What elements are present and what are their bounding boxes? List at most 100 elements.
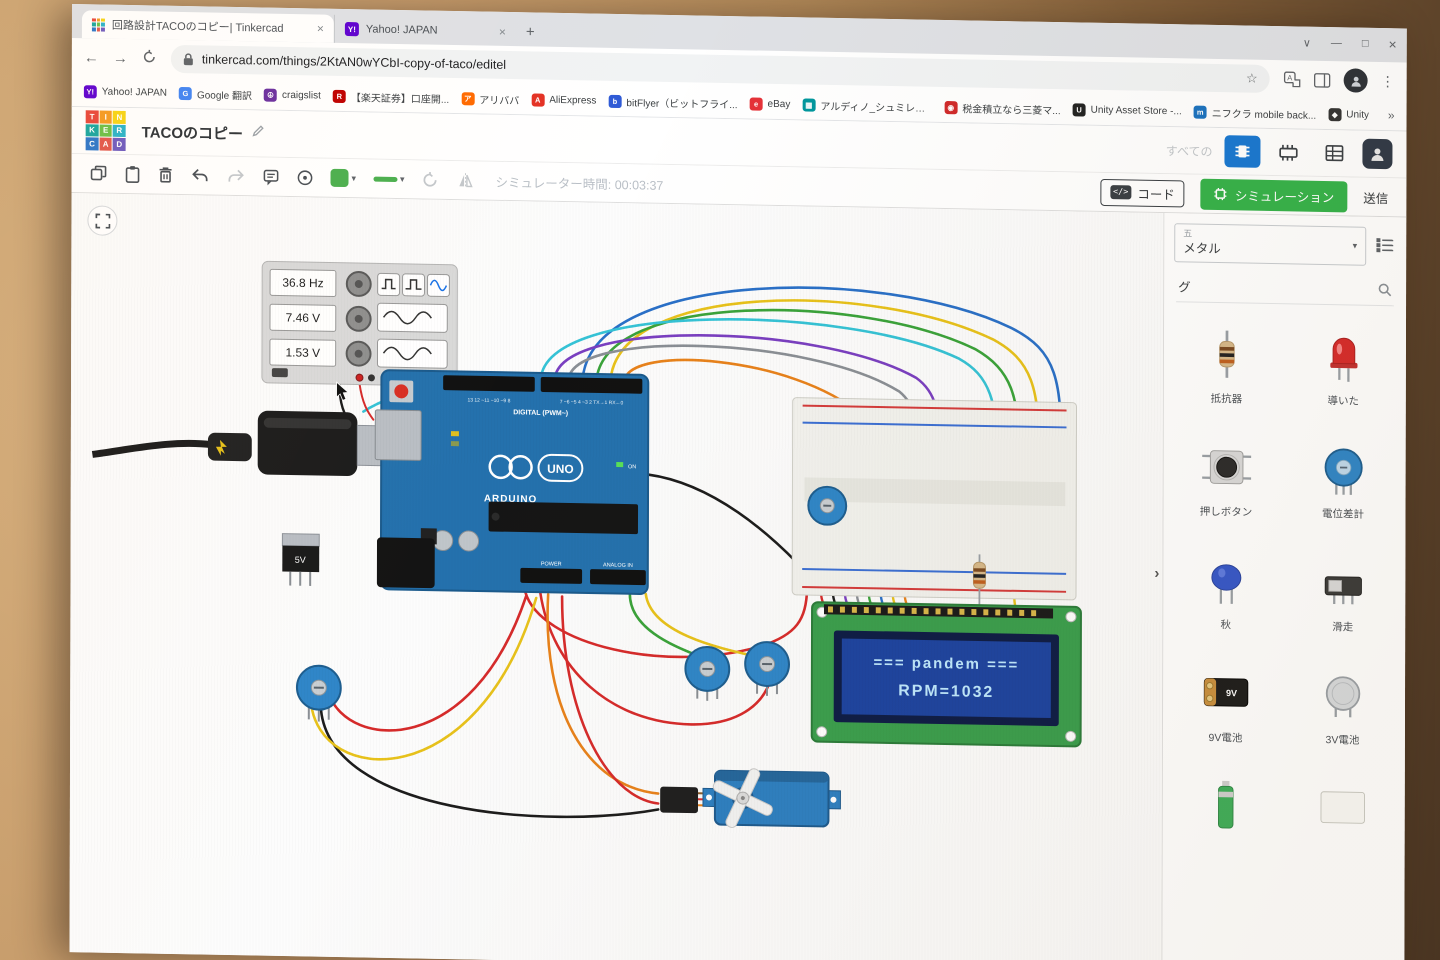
panel-collapse-button[interactable]: › xyxy=(1154,564,1160,583)
components-panel: 五 メタル ▾ グ 抵抗器 導いた 押しボタン xyxy=(1161,213,1407,960)
code-button[interactable]: </> コード xyxy=(1099,178,1185,207)
browser-menu-icon[interactable]: ⋮ xyxy=(1380,72,1395,89)
bookmark-item[interactable]: R 【楽天証券】口座開... xyxy=(332,88,449,105)
delete-button[interactable] xyxy=(158,166,174,184)
bookmark-item[interactable]: G Google 翻訳 xyxy=(178,85,252,102)
meter-panel[interactable]: 36.8 Hz 7.46 V 1.53 V xyxy=(261,260,458,387)
address-bar[interactable]: tinkercad.com/things/2KtAN0wYCbI-copy-of… xyxy=(170,44,1270,93)
notes-button[interactable] xyxy=(263,168,280,185)
svg-text:7.46 V: 7.46 V xyxy=(286,310,321,325)
bookmark-favicon: b xyxy=(608,94,622,108)
code-icon: </> xyxy=(1109,185,1132,200)
new-tab-button[interactable]: + xyxy=(525,23,535,41)
potentiometer-1[interactable] xyxy=(295,664,342,722)
bookmark-item[interactable]: e eBay xyxy=(749,96,791,111)
bookmark-item[interactable]: ◉ 税金積立なら三菱マ... xyxy=(944,100,1061,117)
forward-button[interactable]: → xyxy=(112,49,128,67)
component-potentiometer[interactable]: 電位差計 xyxy=(1285,439,1402,522)
component-category-dropdown[interactable]: 五 メタル ▾ xyxy=(1174,223,1367,266)
translate-icon[interactable]: A xyxy=(1283,71,1301,88)
arduino-uno-board[interactable]: 13 12 ~11 ~10 ~9 8 7 ~6 ~5 4 ~3 2 TX→1 R… xyxy=(374,369,650,595)
circuit-drawing: 36.8 Hz 7.46 V 1.53 V xyxy=(91,260,1082,842)
component-coin-cell[interactable]: 3V電池 xyxy=(1284,665,1401,748)
tab-close-icon[interactable]: × xyxy=(498,24,506,39)
component-battery-aa[interactable] xyxy=(1167,776,1284,856)
bookmark-favicon: G xyxy=(178,86,193,100)
component-slide-switch[interactable]: 滑走 xyxy=(1284,552,1401,635)
minimize-button[interactable]: — xyxy=(1330,37,1342,50)
maximize-button[interactable]: □ xyxy=(1361,37,1369,50)
wire-style-swatch xyxy=(373,176,398,182)
zoom-to-fit-button[interactable] xyxy=(87,205,118,236)
component-search-field[interactable]: グ xyxy=(1176,270,1395,307)
tinkercad-favicon xyxy=(91,17,105,32)
potentiometer-2[interactable] xyxy=(684,646,731,702)
workspace: 36.8 Hz 7.46 V 1.53 V xyxy=(69,193,1407,960)
bookmark-item[interactable]: A AliExpress xyxy=(531,92,596,107)
redo-button[interactable] xyxy=(227,168,246,184)
svg-text:1.53 V: 1.53 V xyxy=(286,345,321,360)
color-dropdown[interactable]: ▾ xyxy=(330,168,356,188)
simulation-time-text: シミュレーター時間: 00:03:37 xyxy=(495,175,664,193)
tab-yahoo[interactable]: Y! Yahoo! JAPAN × xyxy=(333,14,516,47)
servo-motor[interactable] xyxy=(660,754,841,842)
bookmark-item[interactable]: ◆ Unity xyxy=(1328,107,1369,122)
side-panel-icon[interactable] xyxy=(1313,72,1331,88)
bookmark-star-icon[interactable]: ☆ xyxy=(1245,70,1258,86)
circuits-view-button[interactable] xyxy=(1224,135,1261,168)
component-resistor[interactable]: 抵抗器 xyxy=(1168,324,1285,407)
paste-button[interactable] xyxy=(125,165,141,184)
bookmark-item[interactable]: Y! Yahoo! JAPAN xyxy=(83,84,167,100)
close-button[interactable]: × xyxy=(1388,36,1397,53)
rotate-button[interactable] xyxy=(422,171,440,188)
circuit-canvas[interactable]: 36.8 Hz 7.46 V 1.53 V xyxy=(69,193,1164,960)
panel-list-view-button[interactable] xyxy=(1374,235,1396,258)
bookmark-item[interactable]: U Unity Asset Store -... xyxy=(1072,102,1182,118)
lock-icon xyxy=(183,52,193,65)
breadboard-resistor[interactable] xyxy=(972,554,986,611)
usb-plug[interactable] xyxy=(91,408,388,477)
bookmark-item[interactable]: m ニフクラ mobile back... xyxy=(1193,104,1317,121)
bookmark-item[interactable]: b bitFlyer（ビットフライ... xyxy=(608,93,738,111)
tab-search-icon[interactable]: ∨ xyxy=(1302,37,1311,50)
tab-tinkercad[interactable]: 回路設計TACOのコピー| Tinkercad × xyxy=(81,10,334,43)
component-pushbutton[interactable]: 押しボタン xyxy=(1168,437,1285,520)
simulation-button[interactable]: シミュレーション xyxy=(1200,178,1348,212)
list-view-button[interactable] xyxy=(1316,137,1352,170)
svg-text:A: A xyxy=(1287,73,1293,82)
mirror-button[interactable] xyxy=(457,172,475,189)
mouse-cursor xyxy=(336,381,350,401)
bookmark-item[interactable]: ☮ craigslist xyxy=(263,88,321,102)
bookmarks-overflow-icon[interactable]: » xyxy=(1387,108,1395,123)
search-input[interactable]: グ xyxy=(1178,280,1191,295)
back-button[interactable]: ← xyxy=(83,48,99,67)
send-button[interactable]: 送信 xyxy=(1363,191,1389,206)
browser-toolbar: ← → tinkercad.com/things/2KtAN0wYCbI-cop… xyxy=(71,38,1407,101)
component-mini-breadboard[interactable] xyxy=(1284,778,1401,858)
label-button[interactable] xyxy=(296,169,313,186)
design-title[interactable]: TACOのコピー xyxy=(141,123,244,143)
wire-style-dropdown[interactable]: ▾ xyxy=(373,173,405,185)
edit-title-icon[interactable] xyxy=(252,124,265,142)
editor-toolbar: ▾ ▾ シミュレーター時間: 00:03:37 </> コード シミュ xyxy=(71,154,1407,218)
undo-button[interactable] xyxy=(191,167,210,183)
bookmark-item[interactable]: ア アリババ xyxy=(461,91,519,107)
component-capacitor[interactable]: 秋 xyxy=(1167,550,1284,633)
breadboard[interactable] xyxy=(791,397,1078,601)
potentiometer-3[interactable] xyxy=(744,641,790,697)
user-avatar[interactable] xyxy=(1362,138,1393,170)
breadboard-potentiometer[interactable] xyxy=(807,485,848,526)
component-led[interactable]: 導いた xyxy=(1285,326,1402,409)
component-battery-9v[interactable]: 9V電池 xyxy=(1167,663,1284,746)
lcd-display[interactable]: === pandem === RPM=1032 xyxy=(810,601,1082,748)
reload-button[interactable] xyxy=(142,49,157,67)
tab-close-icon[interactable]: × xyxy=(316,21,324,36)
browser-profile-avatar[interactable] xyxy=(1343,68,1368,93)
bookmark-item[interactable]: ▦ アルディノ_シュミレーター xyxy=(802,97,932,114)
bookmark-favicon: ◉ xyxy=(944,100,958,114)
ic-view-button[interactable] xyxy=(1270,136,1306,169)
voltage-regulator[interactable]: 5V xyxy=(281,533,320,586)
duplicate-button[interactable] xyxy=(90,164,108,182)
